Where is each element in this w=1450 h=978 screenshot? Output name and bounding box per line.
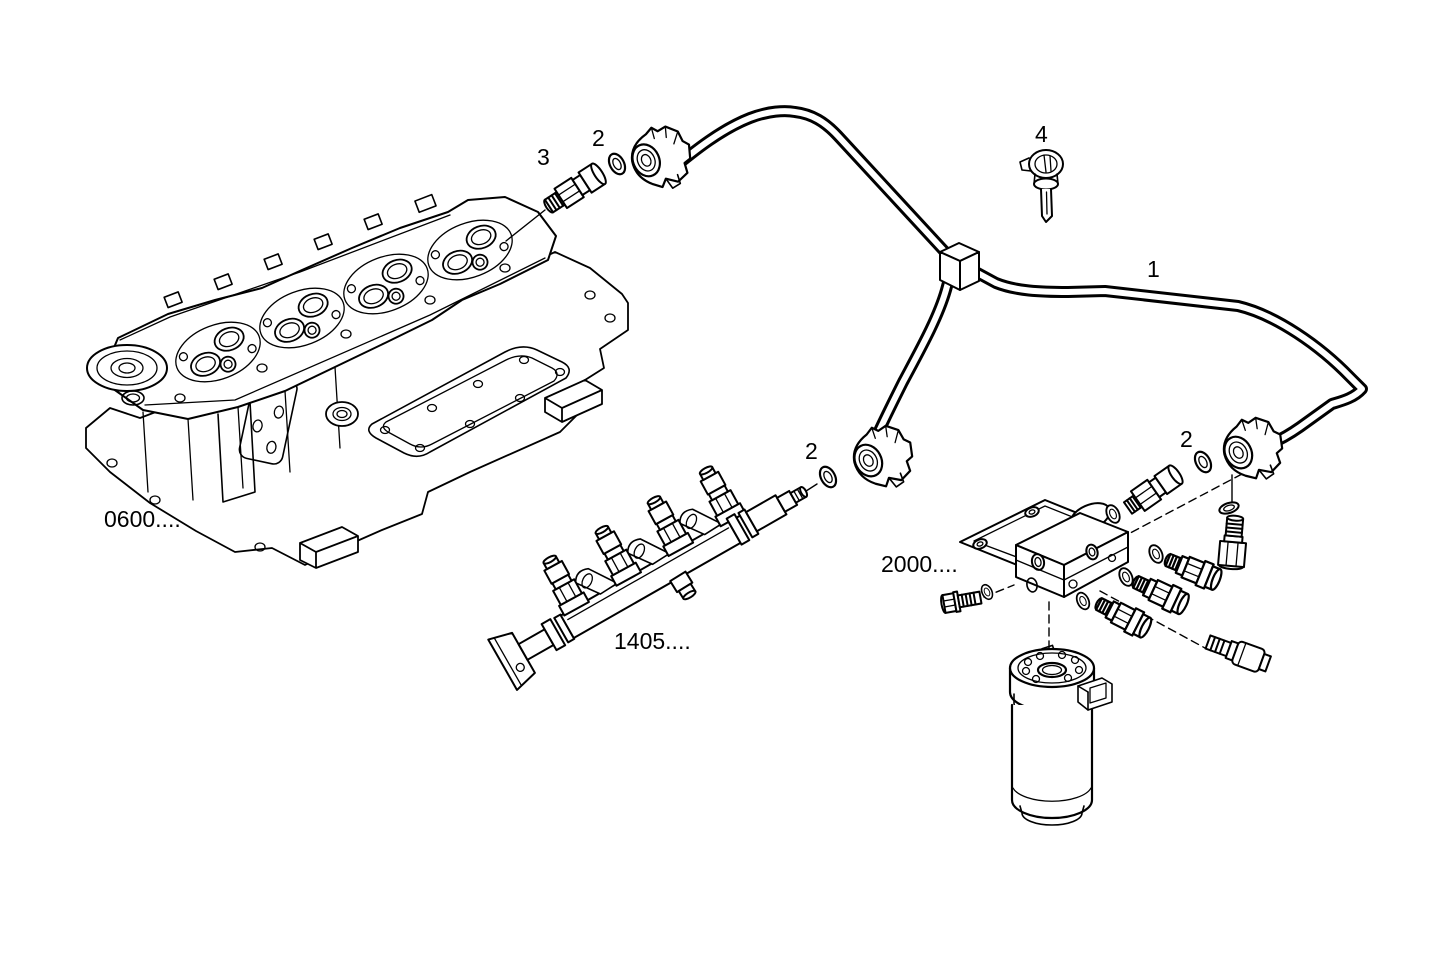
- head-deck-bolt-holes: [174, 263, 511, 403]
- fuel-pipe: [664, 105, 1368, 455]
- seal-ring-filter: [1190, 447, 1216, 477]
- head-foot-bottom: [299, 526, 359, 569]
- cylinder-head: [85, 193, 629, 569]
- rail-stub: [669, 570, 697, 601]
- callout-pipe: 1: [1147, 256, 1160, 282]
- banjo-union-top: [624, 123, 694, 193]
- callout-seal-top: 2: [592, 125, 605, 151]
- adapter-fitting: [543, 162, 607, 214]
- head-foot-right: [544, 379, 603, 423]
- callout-fitting: 3: [537, 144, 550, 170]
- union-fitting-low: [1089, 590, 1156, 642]
- head-back-tabs: [163, 193, 437, 309]
- fuel-pipe-main: [664, 105, 1368, 455]
- seal-ring-top: [604, 149, 630, 179]
- seal-ring-rail: [815, 462, 841, 492]
- banjo-union-filter: [1215, 413, 1288, 486]
- leader-fitting-to-head: [505, 209, 546, 242]
- rail-bracket: [487, 631, 536, 691]
- seal-union-low: [1073, 589, 1093, 613]
- head-left-boss: [86, 344, 168, 406]
- callout-sensor: 4: [1035, 121, 1048, 147]
- leader-filterhead-to-sensor: [1099, 590, 1206, 649]
- seal-washer-plug: [1218, 501, 1240, 515]
- filter-head-block: [1015, 512, 1129, 598]
- temp-sensor: [1019, 149, 1064, 223]
- filter-head: [959, 499, 1129, 598]
- partref-fuel-rail: 1405....: [614, 628, 691, 654]
- partref-cylinder-head: 0600....: [104, 506, 181, 532]
- banjo-bolt-fitting: [1122, 464, 1184, 515]
- seal-bolt: [978, 582, 996, 602]
- callout-seal-filter: 2: [1180, 426, 1193, 452]
- fuel-rail: [487, 460, 809, 691]
- fuel-filter-cartridge: [1008, 644, 1113, 826]
- seal-union-right: [1145, 542, 1167, 566]
- pressure-sensor: [1204, 634, 1272, 673]
- banjo-union-rail: [845, 421, 918, 494]
- partref-filter-head: 2000....: [881, 551, 958, 577]
- head-front-boss: [325, 401, 359, 427]
- drain-bolt: [940, 590, 983, 614]
- head-front-ribs: [142, 366, 341, 503]
- callout-seal-rail: 2: [805, 438, 818, 464]
- hex-plug: [1217, 514, 1248, 571]
- pipe-junction-block: [939, 242, 980, 291]
- filter-top-holes: [1021, 650, 1084, 684]
- filter-side-connector: [1077, 677, 1113, 711]
